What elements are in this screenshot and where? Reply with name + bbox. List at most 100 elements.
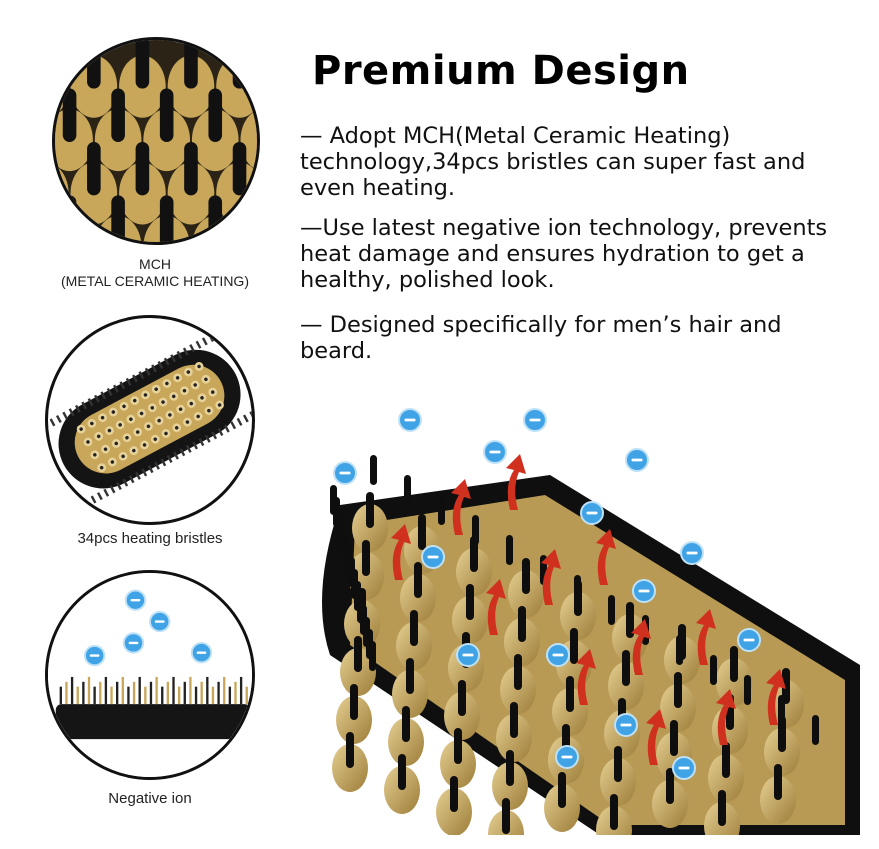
ion-icon (456, 643, 480, 667)
black-bristle-pin (135, 141, 150, 196)
side-bristle (59, 686, 62, 705)
hero-black-pin (774, 764, 782, 800)
hero-black-pin (350, 684, 358, 720)
side-bristle (144, 686, 147, 705)
heat-arrow-icon (541, 549, 561, 605)
hero-black-pin (362, 540, 370, 576)
ion-icon (614, 713, 638, 737)
heat-arrow-icon (716, 689, 736, 745)
ion-icon (122, 632, 145, 654)
hero-black-pin (718, 790, 726, 826)
brush-topview-circle (45, 315, 255, 525)
side-bristle (70, 676, 74, 705)
hero-black-pin (518, 606, 526, 642)
hero-black-pin (450, 776, 458, 812)
hero-black-pin (410, 610, 418, 646)
hero-black-pin (418, 514, 426, 550)
hero-black-pin (470, 536, 478, 572)
hero-black-pin (414, 562, 422, 598)
side-bristle (110, 686, 113, 705)
negative-ion-caption: Negative ion (108, 790, 192, 807)
side-bristle (189, 676, 192, 705)
side-bristle (234, 681, 237, 705)
side-bristle (104, 676, 108, 705)
mch-caption: MCH (METAL CERAMIC HEATING) (30, 256, 280, 290)
side-bristle (177, 686, 181, 705)
black-bristle-pin (208, 88, 223, 142)
heat-arrow-icon (766, 669, 786, 725)
hero-black-pin (354, 636, 362, 672)
side-bristle (217, 681, 220, 705)
hero-black-pin (454, 728, 462, 764)
black-bristle-pin (159, 88, 174, 142)
black-bristle-pin (232, 141, 247, 196)
hero-black-pin (570, 628, 578, 664)
hero-black-pin (402, 706, 410, 742)
side-bristle (65, 681, 68, 705)
side-bristle (172, 676, 175, 705)
black-bristle-pin (135, 40, 150, 89)
ion-icon (149, 610, 171, 633)
side-bristle (82, 681, 85, 705)
side-bristle (166, 681, 170, 705)
side-bristle (206, 676, 209, 705)
feature-men-text: — Designed specifically for men’s hair a… (300, 312, 782, 364)
ion-icon (555, 745, 579, 769)
gold-bristle-base (240, 217, 257, 242)
mch-caption-line2: (METAL CERAMIC HEATING) (61, 273, 249, 289)
ion-icon (580, 501, 604, 525)
gold-bristle-base (55, 215, 93, 242)
hero-black-pin (346, 732, 354, 768)
ion-icon (737, 628, 761, 652)
black-bristle-pin (232, 40, 247, 89)
hero-black-pin (622, 650, 630, 686)
side-bristle (245, 686, 248, 705)
ion-icon (546, 643, 570, 667)
heat-arrow-icon (596, 529, 616, 585)
side-bristle (132, 681, 136, 705)
side-bristle (138, 676, 141, 705)
hero-black-pin (458, 680, 466, 716)
side-bristle (76, 686, 79, 705)
side-bristle (93, 686, 96, 705)
ion-icon (523, 408, 547, 432)
side-bristle (228, 686, 232, 705)
hero-black-pin (466, 584, 474, 620)
side-bristle (200, 681, 203, 705)
black-bristle-pin (159, 195, 174, 242)
heat-arrow-icon (506, 454, 526, 510)
hero-black-pin (366, 492, 374, 528)
black-bristle-pin (111, 195, 125, 242)
ion-icon (421, 545, 445, 569)
side-bristle (223, 676, 226, 705)
hero-black-pin (666, 768, 674, 804)
black-bristle-pin (62, 88, 77, 142)
hero-black-pin (778, 716, 786, 752)
black-bristle-pin (87, 141, 101, 196)
black-bristle-pin (62, 195, 77, 242)
mch-caption-line1: MCH (139, 256, 171, 272)
ion-icon (83, 644, 106, 667)
side-bristle (194, 686, 198, 705)
side-bristle (239, 676, 243, 705)
hero-black-pin (506, 750, 514, 786)
ion-icon (190, 641, 213, 664)
hero-black-pin (406, 658, 414, 694)
ion-icon (625, 448, 649, 472)
hero-black-pin (522, 558, 530, 594)
heat-arrow-icon (646, 709, 666, 765)
black-bristle-pin (111, 88, 125, 142)
hero-black-pin (610, 794, 618, 830)
heat-arrow-icon (451, 479, 471, 535)
heat-arrow-icon (696, 609, 716, 665)
hero-black-pin (558, 772, 566, 808)
mch-closeup-circle (52, 37, 260, 245)
side-bristle (155, 676, 158, 705)
hero-black-pin (514, 654, 522, 690)
heat-arrow-icon (576, 649, 596, 705)
black-bristle-pin (184, 40, 198, 89)
brush-hero-image (300, 395, 860, 835)
brush-topview-image (49, 333, 252, 504)
mch-bristles-closeup-image (55, 40, 257, 242)
negative-ion-circle (45, 570, 255, 780)
